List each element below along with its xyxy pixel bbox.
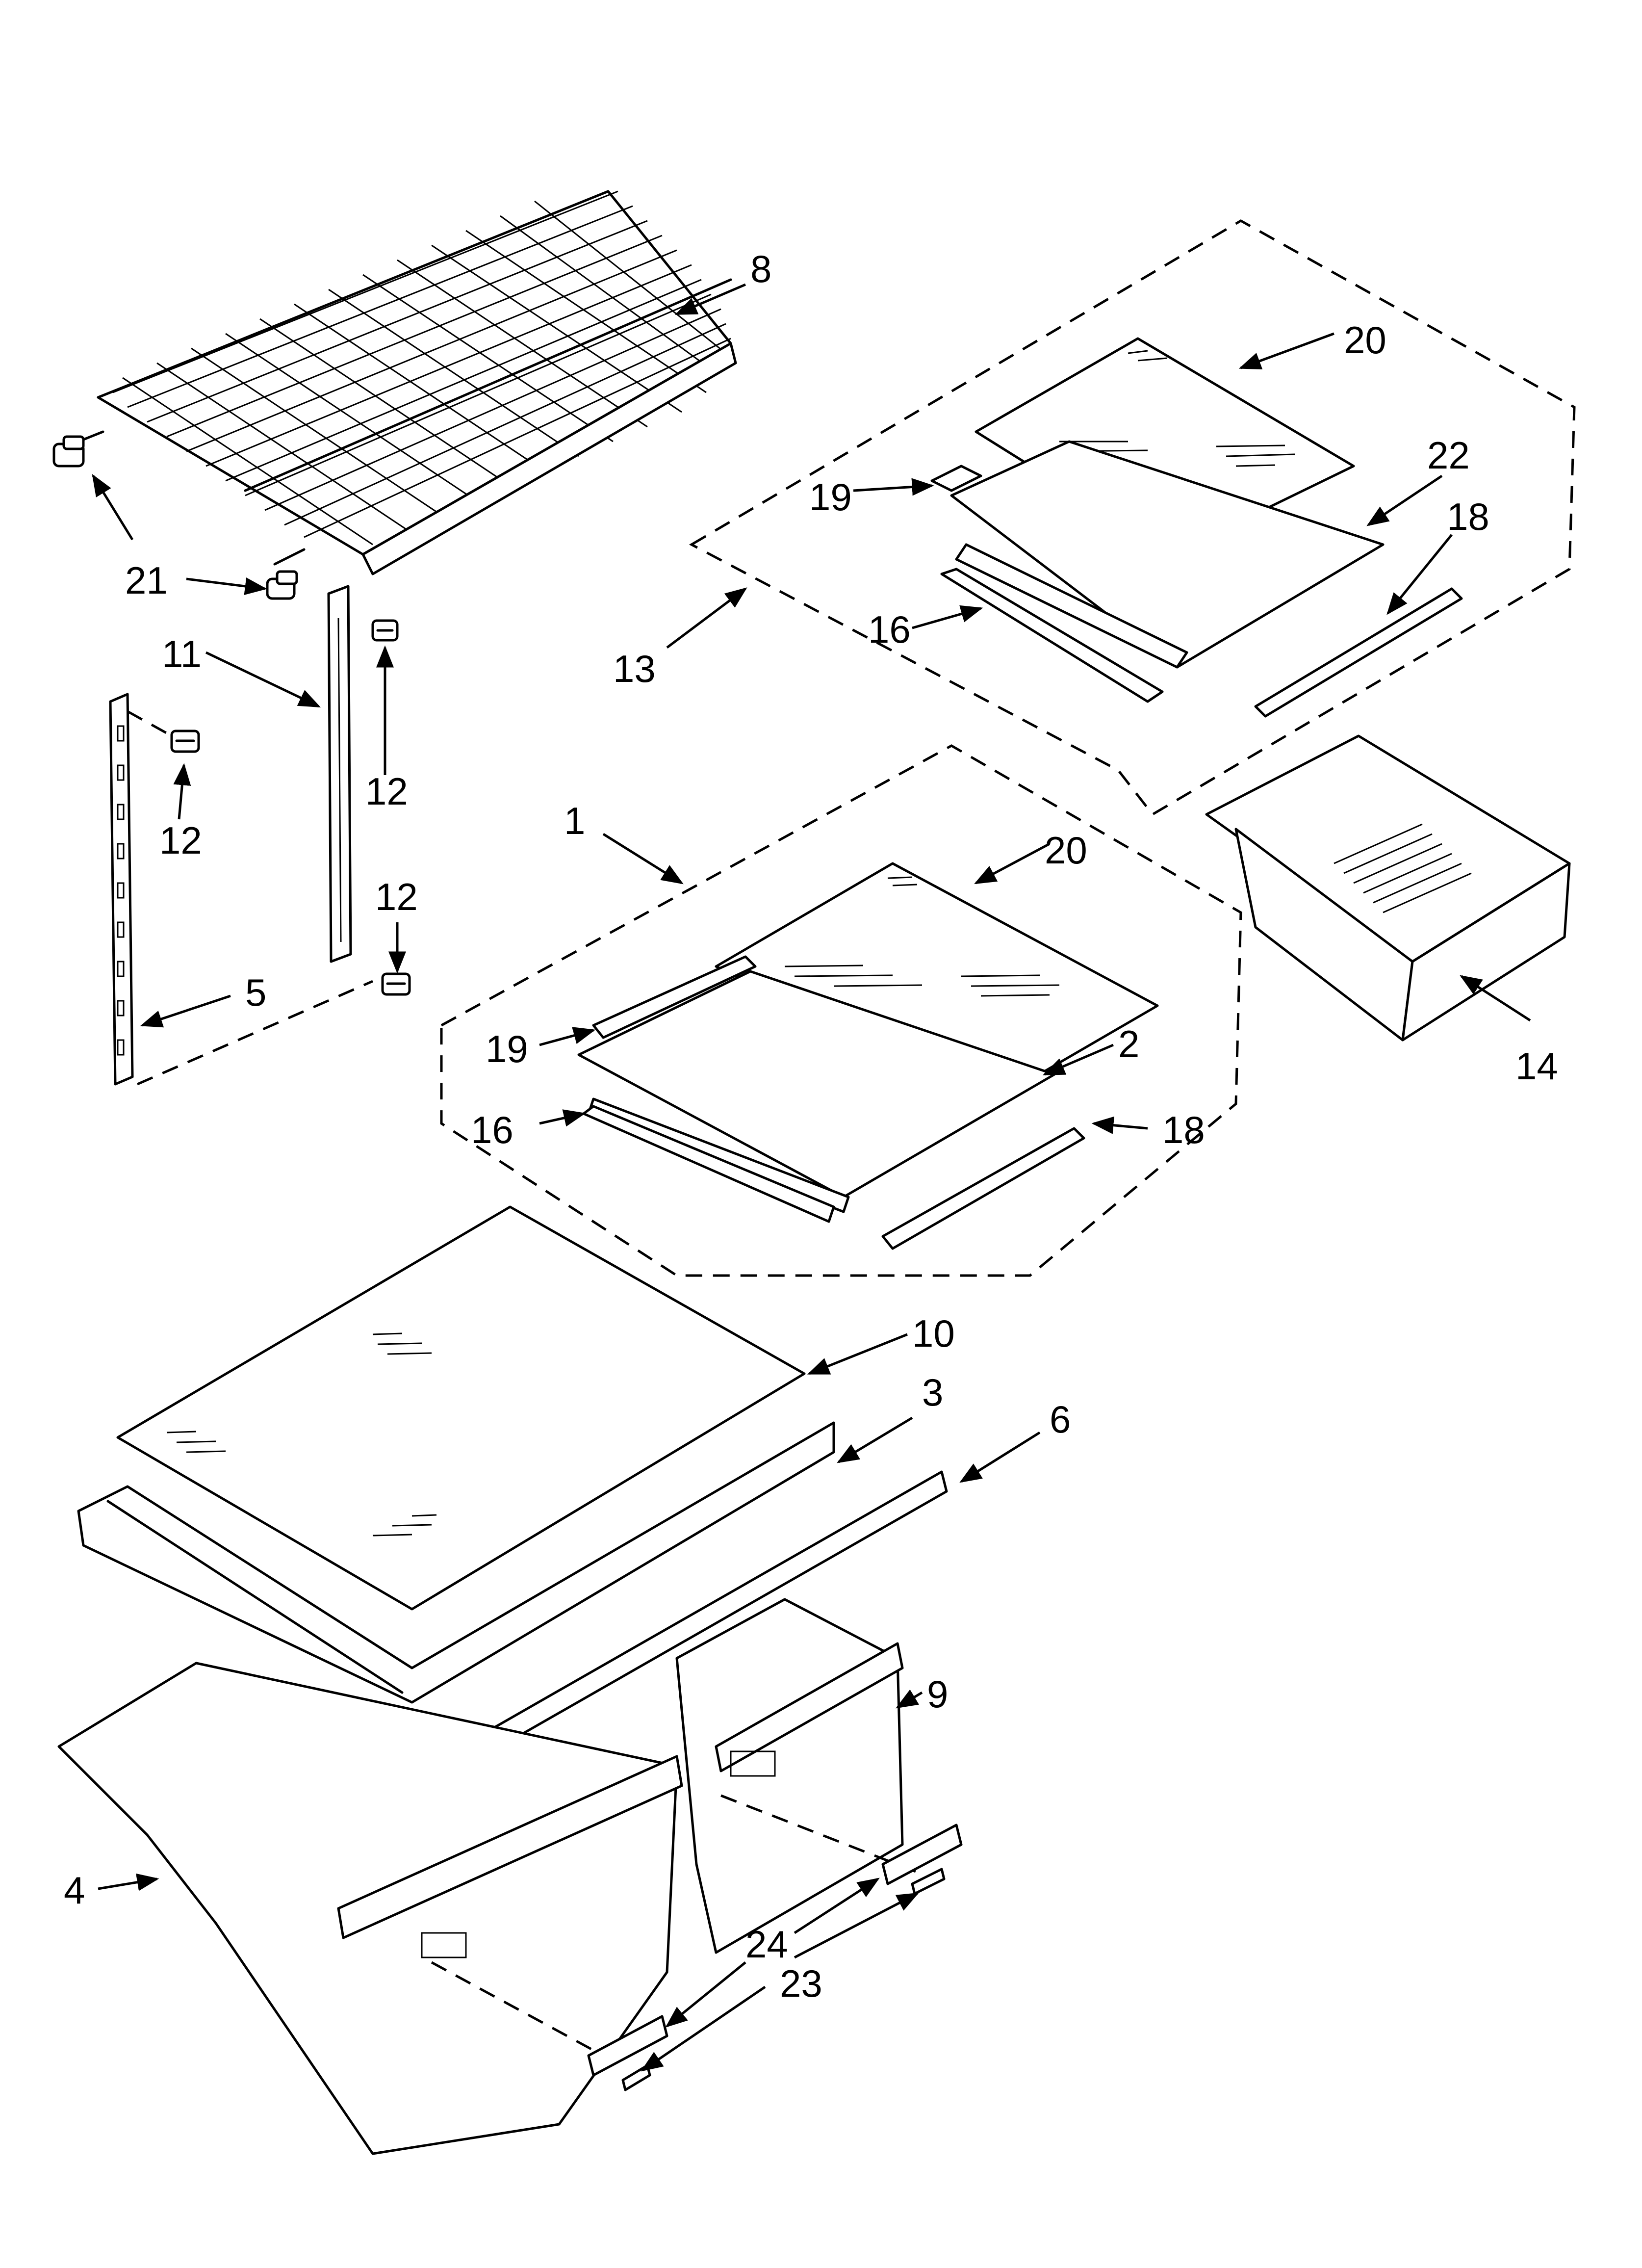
- callout-24: 24: [745, 1923, 788, 1966]
- callout-12: 12: [159, 819, 202, 862]
- assembly-13-outline: [689, 219, 1576, 816]
- assembly-1-outline: [440, 744, 1242, 1277]
- callout-18: 18: [1162, 1108, 1205, 1151]
- callout-14: 14: [1515, 1044, 1558, 1088]
- callout-3: 3: [922, 1371, 943, 1414]
- shelf-stop-21b: [266, 570, 298, 600]
- callout-8: 8: [750, 247, 771, 290]
- callout-2: 2: [1118, 1022, 1139, 1066]
- strip-18b: [881, 1127, 1085, 1250]
- crisper-glass-10: [116, 1205, 806, 1611]
- callout-1: 1: [564, 799, 585, 842]
- wire-shelf: [77, 190, 737, 575]
- deli-drawer: [1205, 734, 1571, 1042]
- callout-19: 19: [486, 1027, 528, 1070]
- callout-11: 11: [162, 632, 202, 676]
- strip-18a: [1254, 587, 1463, 718]
- callout-10: 10: [912, 1312, 955, 1355]
- trim-19a: [930, 465, 982, 492]
- trim-19b: [592, 955, 757, 1039]
- strip-16a: [940, 568, 1164, 703]
- callout-19: 19: [809, 475, 852, 519]
- callout-12: 12: [365, 770, 408, 813]
- callout-6: 6: [1050, 1398, 1071, 1441]
- screw-12c: [381, 972, 411, 996]
- callout-20: 20: [1344, 318, 1386, 362]
- callout-22: 22: [1427, 434, 1470, 477]
- callout-9: 9: [927, 1672, 948, 1716]
- crisper-drawer-4: [57, 1662, 683, 2155]
- callout-5: 5: [245, 971, 266, 1014]
- crisper-drawer-9: [675, 1598, 904, 1954]
- callout-13: 13: [613, 647, 656, 690]
- callout-16: 16: [471, 1108, 513, 1151]
- callout-labels: 8 21 11 12 12 12 5 20 22 19 18 16 13 1 2…: [64, 247, 1558, 2005]
- leader-arrows: [92, 283, 1531, 2072]
- rail-11: [327, 585, 352, 963]
- shelf-stop-21a: [52, 435, 85, 468]
- callout-16: 16: [868, 608, 911, 651]
- slide-24a: [881, 1824, 963, 1885]
- screw-12a: [371, 619, 399, 642]
- crisper-frame-3: [77, 1421, 835, 1704]
- strip-16b: [582, 1105, 835, 1223]
- callout-20: 20: [1045, 829, 1087, 872]
- callout-23: 23: [780, 1962, 822, 2005]
- clip-23a: [911, 1868, 946, 1895]
- rail-5: [109, 693, 134, 1086]
- callout-12: 12: [375, 875, 418, 918]
- callout-21: 21: [125, 559, 168, 602]
- slide-24b: [587, 2015, 668, 2077]
- callout-18: 18: [1447, 495, 1489, 538]
- screw-12b: [170, 730, 200, 753]
- callout-4: 4: [64, 1869, 85, 1912]
